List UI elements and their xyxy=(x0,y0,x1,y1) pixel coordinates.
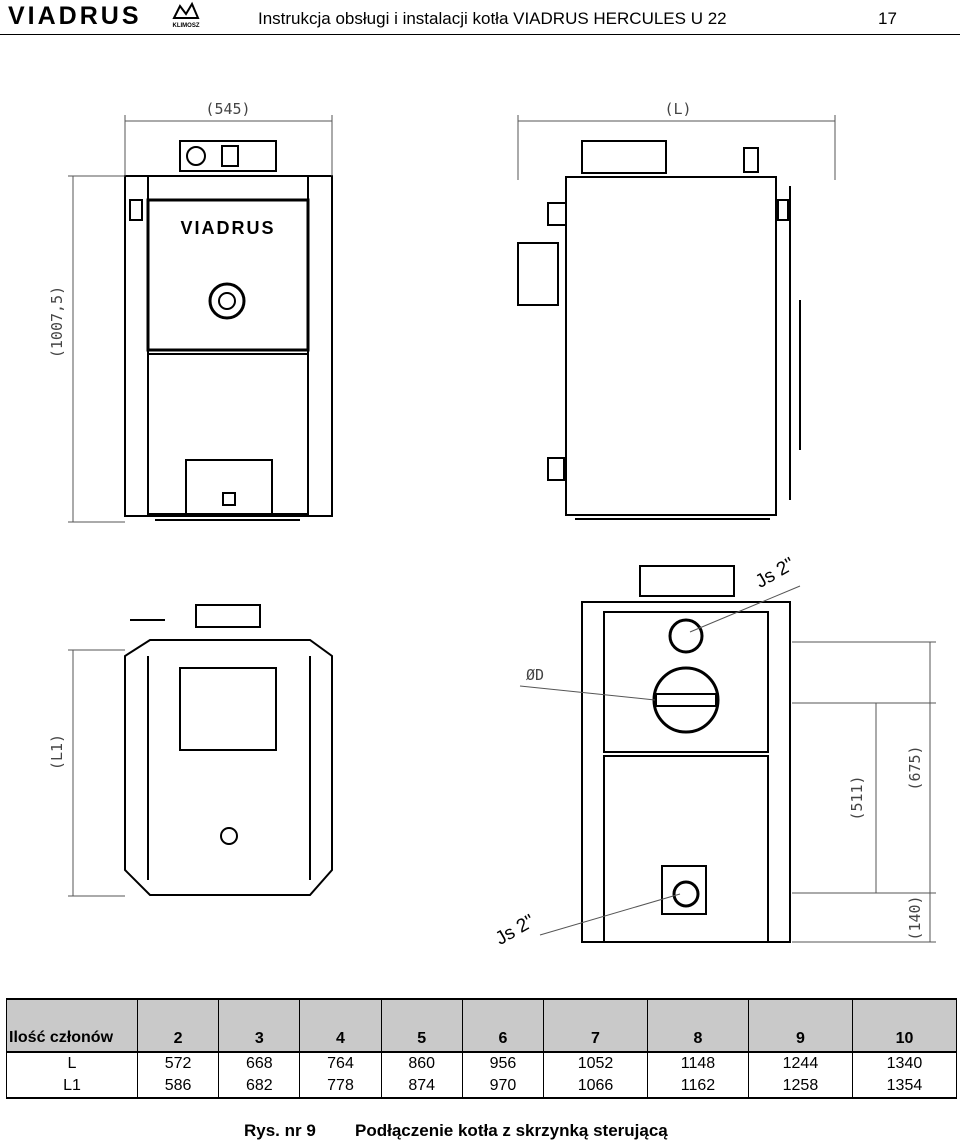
dim-width: (545) xyxy=(205,100,250,118)
dimensions-table: Ilość członów 2 3 4 5 6 7 8 9 10 L 572 6… xyxy=(6,998,958,1099)
dim-height: (1007,5) xyxy=(48,286,66,358)
table-col-header: 9 xyxy=(747,998,853,1053)
table-cell: 586 xyxy=(136,1075,220,1099)
table-cell: 572 xyxy=(136,1052,220,1075)
table-header-label: Ilość członów xyxy=(6,998,138,1053)
table-cell: 1066 xyxy=(543,1075,648,1099)
dim-511: (511) xyxy=(848,775,866,820)
table-cell: 1244 xyxy=(747,1052,853,1075)
table-col-header: 6 xyxy=(461,998,545,1053)
table-col-header: 2 xyxy=(136,998,220,1053)
table-col-header: 8 xyxy=(647,998,749,1053)
table-cell: 1052 xyxy=(543,1052,648,1075)
front-view xyxy=(124,140,333,521)
dim-140: (140) xyxy=(906,895,924,940)
header-divider xyxy=(0,34,960,35)
dim-length: (L) xyxy=(664,100,691,118)
table-col-header: 5 xyxy=(380,998,463,1053)
technical-drawing: VIADRUS (545) (L) (1007,5) (L1) (511) (6… xyxy=(48,100,936,950)
table-cell: 1340 xyxy=(851,1052,958,1075)
table-cell: 860 xyxy=(380,1052,463,1075)
dim-diameter: ØD xyxy=(526,666,544,684)
dim-675: (675) xyxy=(906,745,924,790)
viadrus-logo: VIADRUS xyxy=(8,2,142,30)
boiler-logo: VIADRUS xyxy=(180,218,275,238)
table-cell: 764 xyxy=(299,1052,382,1075)
klimosz-logo: KLIMOSZ xyxy=(172,1,200,29)
table-cell: 1258 xyxy=(747,1075,853,1099)
figure-caption: Podłączenie kotła z skrzynką sterującą xyxy=(355,1121,668,1140)
dim-l1: (L1) xyxy=(48,734,66,770)
top-side-view xyxy=(124,604,333,896)
figure-number: Rys. nr 9 xyxy=(244,1121,316,1140)
table-cell: 668 xyxy=(218,1052,301,1075)
table-cell: 1354 xyxy=(851,1075,958,1099)
label-js-top: Js 2" xyxy=(752,554,799,593)
table-cell: 778 xyxy=(299,1075,382,1099)
table-cell: 1162 xyxy=(647,1075,749,1099)
svg-text:KLIMOSZ: KLIMOSZ xyxy=(173,23,200,29)
table-row-label: L1 xyxy=(6,1075,138,1099)
table-col-header: 3 xyxy=(218,998,301,1053)
table-cell: 682 xyxy=(218,1075,301,1099)
table-col-header: 7 xyxy=(543,998,648,1053)
page-title: Instrukcja obsługi i instalacji kotła VI… xyxy=(258,9,727,28)
side-view xyxy=(517,140,801,520)
table-row: L1 586 682 778 874 970 1066 1162 1258 13… xyxy=(6,1075,958,1099)
table-cell: 956 xyxy=(461,1052,545,1075)
table-col-header: 4 xyxy=(299,998,382,1053)
back-view xyxy=(581,565,791,943)
page-number: 17 xyxy=(878,9,897,28)
table-cell: 970 xyxy=(461,1075,545,1099)
table-header-row: Ilość członów 2 3 4 5 6 7 8 9 10 xyxy=(6,998,958,1053)
table-cell: 1148 xyxy=(647,1052,749,1075)
table-row-label: L xyxy=(6,1052,138,1075)
page-header: VIADRUS KLIMOSZ Instrukcja obsługi i ins… xyxy=(0,0,960,38)
label-js-bottom: Js 2" xyxy=(492,911,539,950)
table-cell: 874 xyxy=(380,1075,463,1099)
table-col-header: 10 xyxy=(851,998,958,1053)
table-row: L 572 668 764 860 956 1052 1148 1244 134… xyxy=(6,1052,958,1075)
